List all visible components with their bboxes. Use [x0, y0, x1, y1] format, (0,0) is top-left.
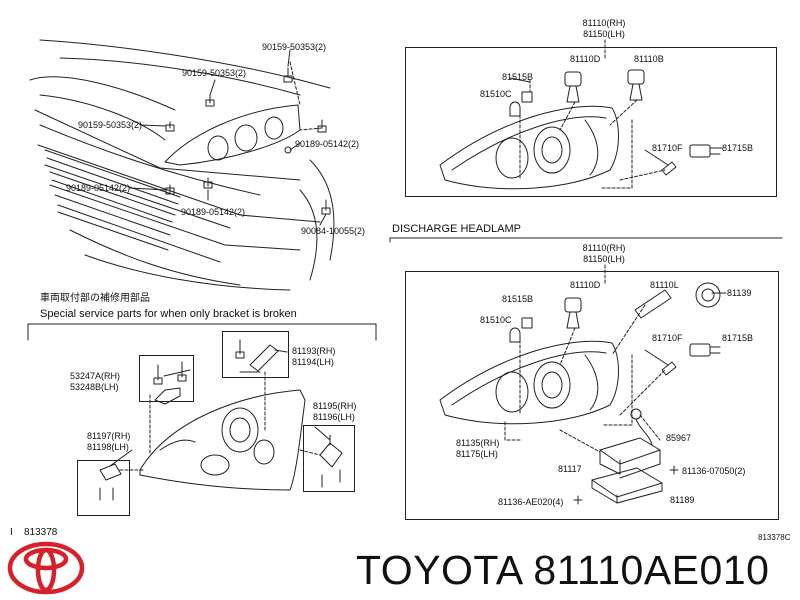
part-label: 81710F [652, 333, 683, 343]
callout-label: 90189-05142(2) [66, 183, 131, 193]
part-label: 81135(RH) [456, 438, 500, 448]
callout-label: 90189-05142(2) [295, 139, 360, 149]
discharge-assy-rh: 81110(RH) [582, 243, 626, 253]
headlamp-discharge-drawing [439, 264, 727, 505]
part-label: 81117 [558, 464, 582, 474]
diagram-code-left: 813378 [24, 527, 58, 538]
top-assy-lh: 81150(LH) [583, 29, 625, 39]
discharge-assy-lh: 81150(LH) [583, 254, 625, 264]
part-label: 81110D [570, 280, 601, 290]
part-label: 81110L [650, 280, 679, 290]
part-label: 81175(LH) [456, 449, 498, 459]
top-headlamp-frame [405, 47, 777, 197]
part-label: 81715B [722, 333, 754, 343]
bracket-d-frame [77, 460, 130, 516]
part-label: 81515B [502, 294, 534, 304]
toyota-logo-icon [7, 541, 85, 595]
bracket-c-frame [303, 425, 355, 492]
callout-label: 90159-50353(2) [182, 68, 247, 78]
brand-part-number: TOYOTA 81110AE010 [356, 547, 770, 593]
jp-note: 車両取付部の補修用部品 [40, 293, 150, 304]
part-label: 81510C [480, 89, 512, 99]
part-label: 53247A(RH) [70, 371, 121, 381]
part-label: 53248B(LH) [70, 382, 119, 392]
discharge-headlamp-frame [405, 271, 779, 520]
part-label: 81197(RH) [87, 431, 131, 441]
part-label: 81189 [670, 495, 695, 505]
part-label: 85967 [666, 433, 692, 443]
part-label: 81715B [722, 143, 754, 153]
part-label: 81710F [652, 143, 683, 153]
diagram-code-mark: I [10, 527, 13, 538]
special-service-note: Special service parts for when only brac… [40, 308, 297, 320]
car-front-drawing [29, 39, 335, 291]
top-assy-rh: 81110(RH) [582, 18, 626, 28]
part-label: 81515B [502, 72, 534, 82]
callout-label: 90189-05142(2) [181, 207, 246, 217]
callout-label: 90159-50353(2) [78, 120, 143, 130]
part-label: 81196(LH) [313, 412, 355, 422]
bracket-headlamp-drawing [99, 339, 343, 501]
part-label: 81110D [570, 54, 601, 64]
diagram-code-right: 813378C [758, 533, 791, 542]
part-label: 81136-07050(2) [682, 466, 746, 476]
part-label: 81194(LH) [292, 357, 334, 367]
part-label: 81110B [634, 54, 664, 64]
bracket-b-frame [222, 331, 289, 378]
part-label: 81195(RH) [313, 401, 357, 411]
part-label: 81198(LH) [87, 442, 129, 452]
callout-label: 90084-10055(2) [301, 226, 366, 236]
discharge-headlamp-header: DISCHARGE HEADLAMP [392, 223, 521, 235]
bracket-a-frame [139, 355, 194, 402]
part-label: 81139 [727, 288, 752, 298]
part-label: 81136-AE020(4) [498, 497, 564, 507]
part-label: 81193(RH) [292, 346, 336, 356]
headlamp-top-drawing [439, 39, 723, 190]
part-label: 81510C [480, 315, 512, 325]
callout-label: 90159-50353(2) [262, 42, 327, 52]
